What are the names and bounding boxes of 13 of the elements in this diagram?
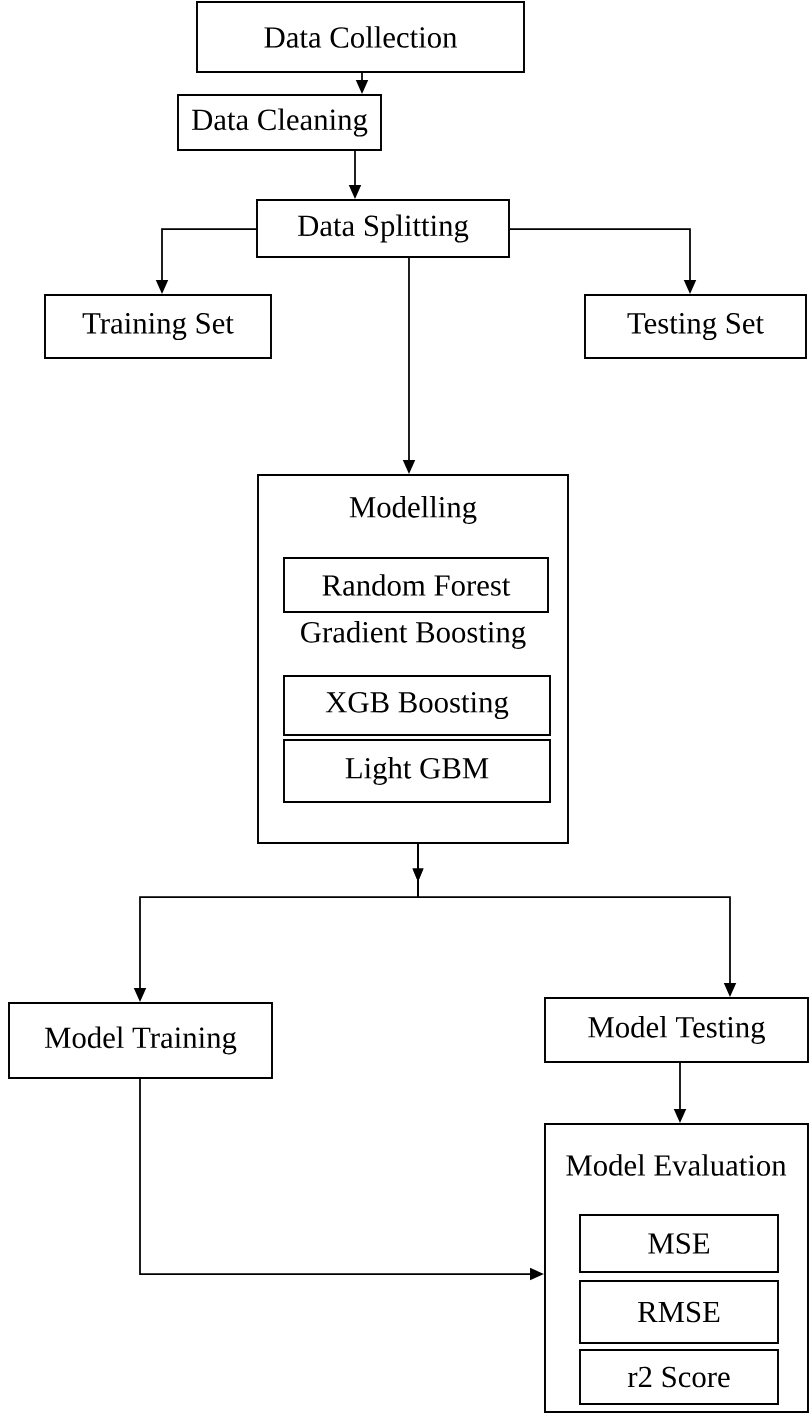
method-box: r2 Score (579, 1349, 779, 1405)
process-box: Training Set (44, 294, 272, 359)
method-box: Random Forest (283, 557, 549, 613)
process-box: Data Cleaning (177, 94, 382, 151)
process-box: Data Splitting (256, 199, 510, 258)
method-box: Light GBM (283, 739, 551, 803)
process-box: Model Testing (544, 997, 809, 1063)
process-box: Data Collection (196, 1, 525, 73)
process-box: Testing Set (584, 294, 807, 359)
process-box: Model Training (8, 1002, 273, 1079)
method-box: MSE (579, 1214, 779, 1273)
method-box: XGB Boosting (283, 675, 551, 736)
method-box: RMSE (579, 1280, 779, 1344)
